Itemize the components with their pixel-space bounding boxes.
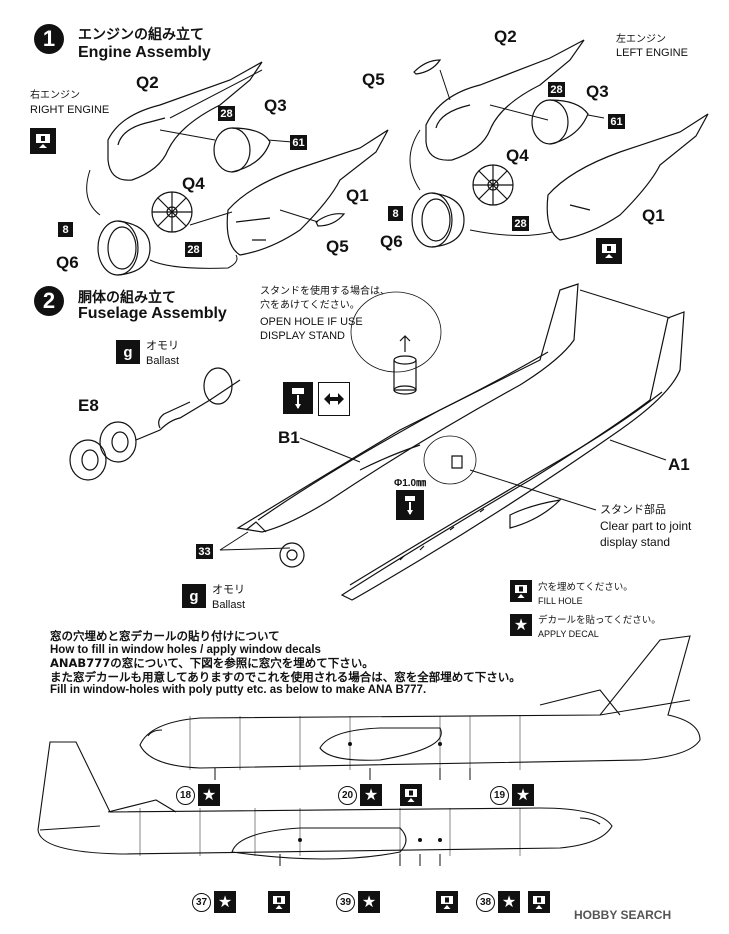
decal-number-18: 18: [176, 786, 195, 805]
part-q3-left: Q3: [586, 82, 609, 101]
drill-size-label: Φ1.0㎜: [394, 478, 427, 489]
part-8-right: 8: [58, 222, 73, 237]
part-33: 33: [196, 544, 213, 559]
part-b1: B1: [278, 428, 300, 447]
fill-hole-icon: [30, 128, 56, 154]
window-note-line-5: Fill in window-holes with poly putty etc…: [50, 684, 427, 696]
part-q2-right: Q2: [136, 73, 159, 92]
ballast-label-jp: オモリ: [212, 583, 245, 596]
apply-decal-star-icon: ★: [510, 614, 532, 636]
part-e8: E8: [78, 396, 99, 415]
stand-note-jp-2: 穴をあけてください。: [260, 300, 360, 311]
stand-part-label-en-2: display stand: [600, 535, 671, 549]
part-8-left: 8: [388, 206, 403, 221]
stand-note-jp-1: スタンドを使用する場合は、: [260, 286, 390, 297]
watermark: HOBBY SEARCH: [574, 908, 672, 922]
part-28-right-top: 28: [218, 106, 235, 121]
part-q5-right: Q5: [326, 237, 349, 256]
window-note-line-2: How to fill in window holes / apply wind…: [50, 643, 321, 656]
legend-fill-en: FILL HOLE: [538, 596, 583, 606]
ballast-weight-icon: g: [116, 340, 140, 364]
decal-number-37: 37: [192, 893, 211, 912]
fill-hole-icon: [596, 238, 622, 264]
part-q6-left: Q6: [380, 232, 403, 251]
fill-hole-icon: [510, 580, 532, 602]
window-note-line-1: 窓の穴埋めと窓デカールの貼り付けについて: [50, 629, 280, 643]
decal-number-38: 38: [476, 893, 495, 912]
ballast-label-jp: オモリ: [146, 339, 179, 352]
fill-hole-icon: [436, 891, 458, 913]
part-q4-right: Q4: [182, 174, 205, 193]
part-61-left: 61: [608, 114, 625, 129]
part-q4-left: Q4: [506, 146, 529, 165]
part-q2-left: Q2: [494, 27, 517, 46]
drill-hole-icon: [396, 490, 424, 520]
optional-arrows-icon: [318, 382, 350, 416]
stand-note-en-2: DISPLAY STAND: [260, 330, 345, 342]
step-1-title-en: Engine Assembly: [78, 44, 211, 61]
apply-decal-star-icon: ★: [498, 891, 520, 913]
decal-number-20: 20: [338, 786, 357, 805]
part-28-left-top: 28: [548, 82, 565, 97]
decal-number-39: 39: [336, 893, 355, 912]
apply-decal-star-icon: ★: [358, 891, 380, 913]
left-engine-label-en: LEFT ENGINE: [616, 47, 688, 59]
window-instructions: 窓の穴埋めと窓デカールの貼り付けについて How to fill in wind…: [50, 629, 710, 698]
left-engine-label-jp: 左エンジン: [616, 34, 666, 45]
window-note-line-4: また窓デカールも用意してありますのでこれを使用される場合は、窓を全部埋めて下さい…: [50, 669, 521, 684]
stand-part-label-jp: スタンド部品: [600, 503, 666, 516]
step-1-title-jp: エンジンの組み立て: [78, 27, 204, 43]
legend-decal-jp: デカールを貼ってください。: [538, 615, 661, 626]
stand-note-en-1: OPEN HOLE IF USE: [260, 316, 363, 328]
part-q6-right: Q6: [56, 253, 79, 272]
step-2-title-en: Fuselage Assembly: [78, 305, 227, 322]
right-engine-label-jp: 右エンジン: [30, 90, 80, 101]
legend-fill-jp: 穴を埋めてください。: [538, 582, 633, 593]
ballast-weight-icon: g: [182, 584, 206, 608]
stand-part-label-en-1: Clear part to joint: [600, 519, 692, 533]
apply-decal-star-icon: ★: [198, 784, 220, 806]
fill-hole-icon: [268, 891, 290, 913]
part-a1: A1: [668, 455, 690, 474]
drill-hole-icon: [283, 382, 313, 414]
ballast-label-en: Ballast: [212, 599, 246, 611]
window-note-line-3: ANAB777の窓について、下図を参照に窓穴を埋めて下さい。: [50, 656, 374, 670]
fill-hole-icon: [528, 891, 550, 913]
fill-hole-icon: [400, 784, 422, 806]
step-2-number: 2: [34, 286, 64, 316]
part-q1-left: Q1: [642, 206, 665, 225]
part-61-right: 61: [290, 135, 307, 150]
part-q1-right: Q1: [346, 186, 369, 205]
part-28-left-bottom: 28: [512, 216, 529, 231]
part-q3-right: Q3: [264, 96, 287, 115]
part-28-right-bottom: 28: [185, 242, 202, 257]
legend-decal-en: APPLY DECAL: [538, 629, 599, 639]
right-engine-label-en: RIGHT ENGINE: [30, 104, 110, 116]
apply-decal-star-icon: ★: [512, 784, 534, 806]
step-1-number: 1: [34, 24, 64, 54]
part-q5-left: Q5: [362, 70, 385, 89]
step-2-title-jp: 胴体の組み立て: [78, 290, 176, 306]
decal-number-19: 19: [490, 786, 509, 805]
apply-decal-star-icon: ★: [360, 784, 382, 806]
ballast-label-en: Ballast: [146, 355, 180, 367]
apply-decal-star-icon: ★: [214, 891, 236, 913]
